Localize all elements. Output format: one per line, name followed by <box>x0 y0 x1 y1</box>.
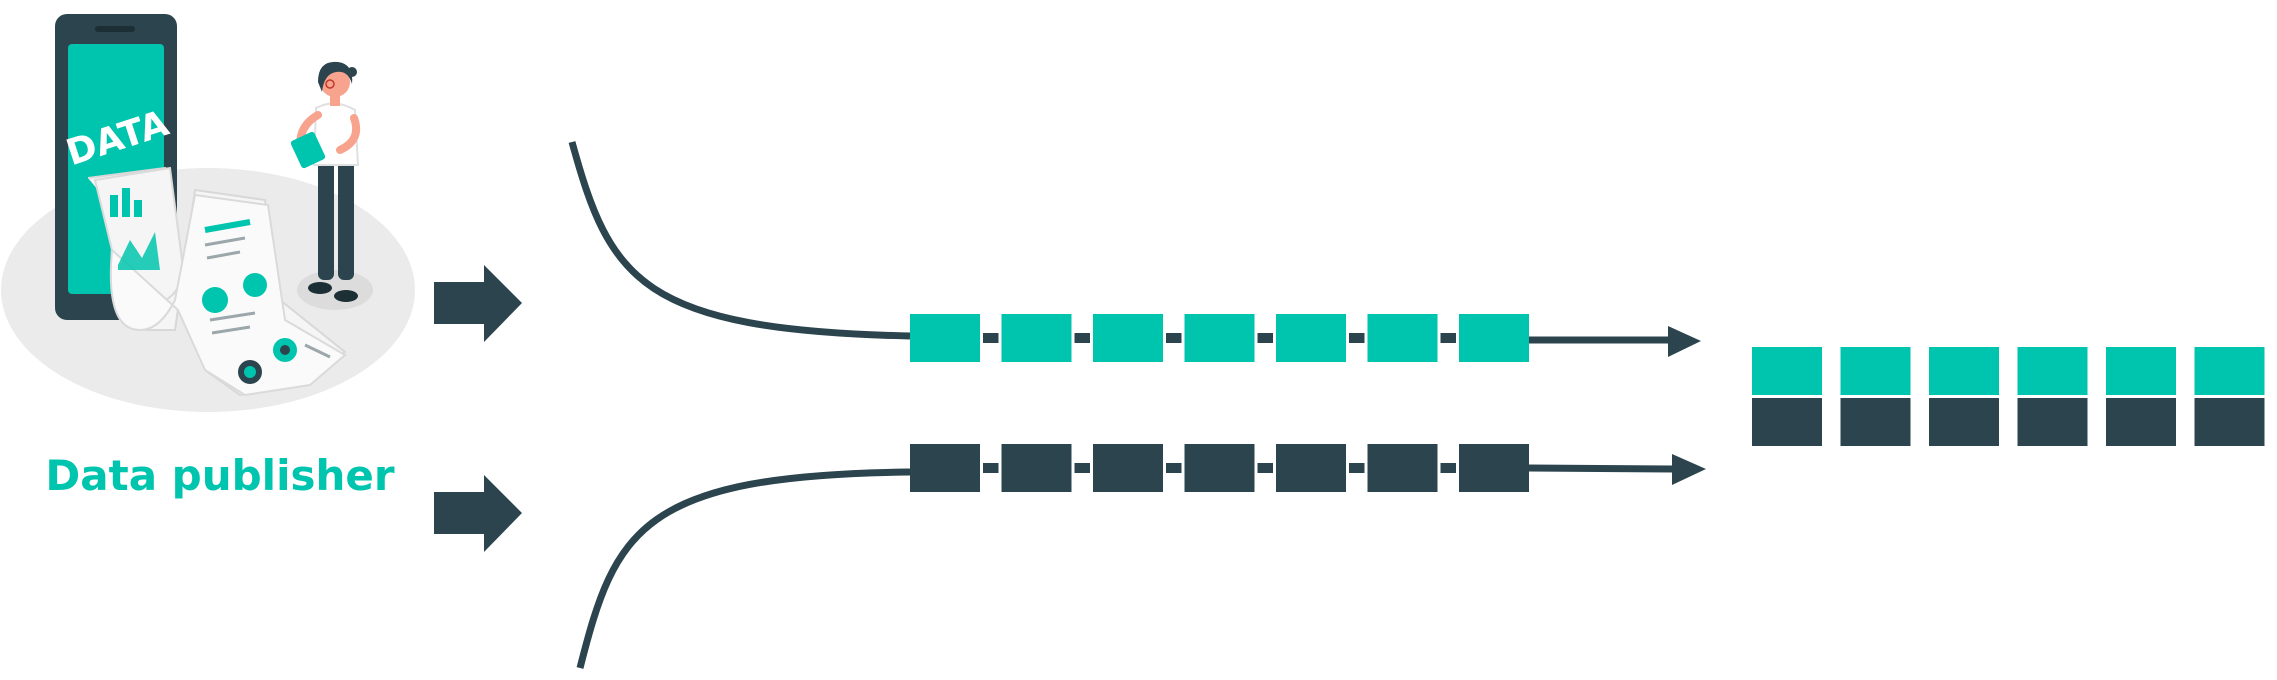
top-chain-block <box>1093 314 1163 362</box>
top-chain-block <box>1459 314 1529 362</box>
top-chain-link <box>1166 333 1182 343</box>
output-pair-top <box>1840 347 1911 395</box>
bottom-chain-link <box>1349 463 1365 473</box>
output-pair-bottom <box>2106 398 2176 446</box>
person-shadow <box>297 270 373 310</box>
publisher-label: Data publisher <box>45 451 394 500</box>
top-chain-link <box>1349 333 1365 343</box>
arrow-head-icon <box>1668 326 1701 357</box>
arrow-right-icon <box>434 265 522 342</box>
arrow-right-icon <box>434 475 522 552</box>
top-chain-block <box>1001 314 1072 362</box>
output-pair-top <box>1929 347 1999 395</box>
top-chain-link <box>983 333 999 343</box>
bottom-outflow-line <box>1528 464 1676 473</box>
person-illustration <box>290 61 361 302</box>
bottom-chain-block <box>1184 444 1255 492</box>
output-pair-top <box>2106 347 2176 395</box>
top-block-chain <box>910 314 1529 362</box>
bottom-chain-link <box>1166 463 1182 473</box>
bottom-inflow-curve <box>576 468 911 669</box>
output-pair-top <box>1752 347 1822 395</box>
bottom-block-chain <box>910 444 1529 492</box>
output-pair-bottom <box>1840 398 1911 446</box>
bottom-chain-block <box>910 444 980 492</box>
output-pair-top <box>2017 347 2088 395</box>
bottom-chain-link <box>1074 463 1090 473</box>
top-chain-block <box>910 314 980 362</box>
bottom-chain-block <box>1276 444 1346 492</box>
publisher-illustration: DATA <box>1 14 415 500</box>
bottom-chain-block <box>1093 444 1163 492</box>
top-chain-link <box>1257 333 1273 343</box>
paper-roll-illustration <box>87 166 347 397</box>
arrow-head-icon <box>1672 454 1706 485</box>
top-chain-link <box>1074 333 1090 343</box>
output-pair-top <box>2194 347 2265 395</box>
output-pair-bottom <box>2194 398 2265 446</box>
bottom-chain-link <box>983 463 999 473</box>
bottom-chain-link <box>1440 463 1456 473</box>
top-inflow-curve <box>568 141 911 340</box>
bottom-chain-block <box>1459 444 1529 492</box>
top-chain-block <box>1184 314 1255 362</box>
top-chain-block <box>1367 314 1438 362</box>
output-pair-bottom <box>1752 398 1822 446</box>
bottom-chain-block <box>1367 444 1438 492</box>
top-chain-block <box>1276 314 1346 362</box>
output-pair-bottom <box>2017 398 2088 446</box>
output-pair-bottom <box>1929 398 1999 446</box>
bottom-chain-block <box>1001 444 1072 492</box>
top-chain-link <box>1440 333 1456 343</box>
output-pair-grid <box>1752 347 2265 446</box>
bottom-chain-link <box>1257 463 1273 473</box>
